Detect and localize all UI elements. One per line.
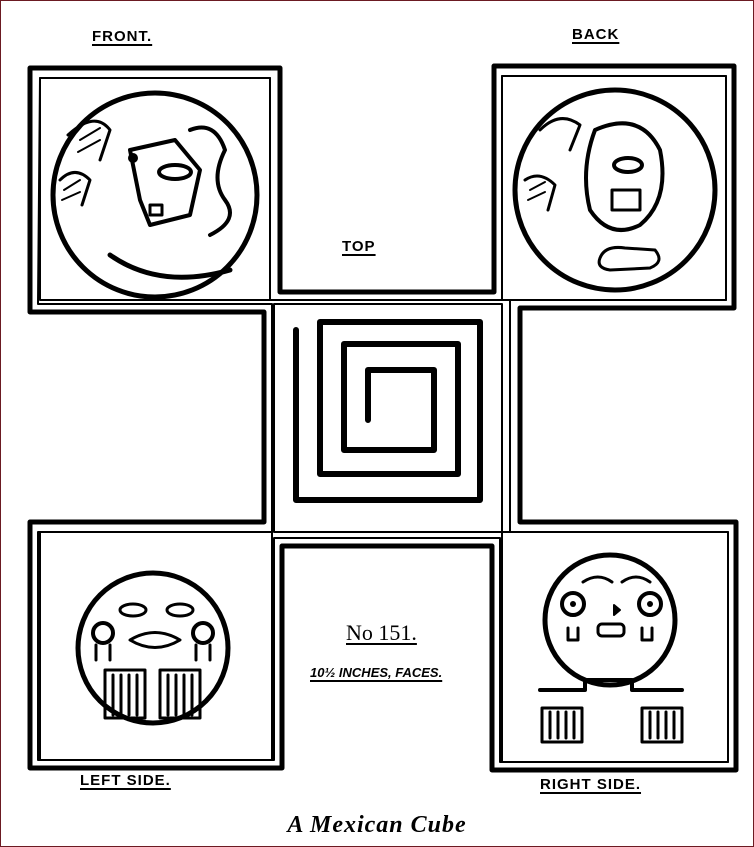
figure-caption: A Mexican Cube xyxy=(0,812,754,839)
net-outline-inner xyxy=(38,76,728,762)
right-side-face-label: RIGHT SIDE. xyxy=(540,776,641,793)
back-face-glyph xyxy=(515,90,715,290)
specimen-number: No 151. xyxy=(346,620,417,646)
top-face-label: TOP xyxy=(342,238,376,255)
right-side-face-glyph xyxy=(540,555,682,742)
panel-right xyxy=(502,532,728,762)
panel-front xyxy=(40,78,270,300)
front-face-label: FRONT. xyxy=(92,28,152,45)
left-side-face-glyph xyxy=(78,573,228,723)
left-side-face-label: LEFT SIDE. xyxy=(80,772,171,789)
top-face-spiral xyxy=(296,322,480,500)
front-face-glyph xyxy=(53,93,257,297)
specimen-size: 10½ INCHES, FACES. xyxy=(310,665,442,680)
back-face-label: BACK xyxy=(572,26,619,43)
